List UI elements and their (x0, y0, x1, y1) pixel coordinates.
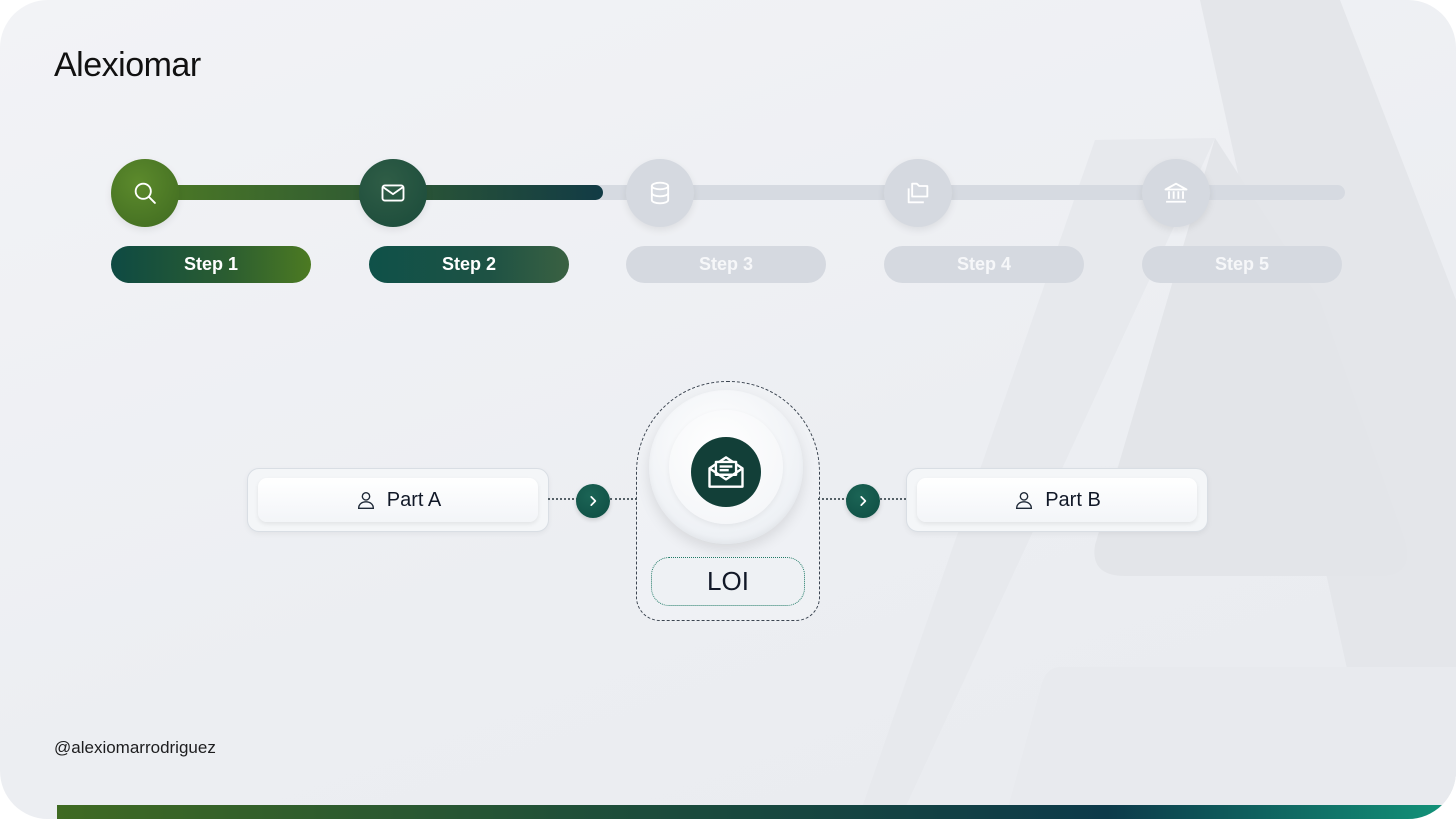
connector-a-right (610, 498, 637, 500)
folders-icon (907, 182, 929, 204)
step-pill-1[interactable]: Step 1 (111, 246, 311, 283)
step-pill-4[interactable]: Step 4 (884, 246, 1084, 283)
mail-icon (381, 184, 405, 202)
connector-a-left (548, 498, 578, 500)
party-a-card[interactable]: Part A (247, 468, 549, 532)
arrow-button-a[interactable] (576, 484, 610, 518)
step-pill-5[interactable]: Step 5 (1142, 246, 1342, 283)
bank-icon (1164, 182, 1188, 203)
step-node-5[interactable] (1142, 159, 1210, 227)
connector-b-left (818, 498, 848, 500)
open-envelope-icon (708, 456, 744, 488)
step-node-2[interactable] (359, 159, 427, 227)
user-icon (357, 491, 374, 509)
user-icon (1016, 491, 1033, 509)
loi-core[interactable] (691, 437, 761, 507)
party-b-card[interactable]: Part B (906, 468, 1208, 532)
brand-logo: Alexiomar (54, 46, 201, 84)
loi-label: LOI (651, 557, 805, 606)
search-icon (134, 182, 156, 204)
party-a-label-box: Part A (258, 478, 538, 522)
step-node-4[interactable] (884, 159, 952, 227)
bottom-gradient-bar (57, 805, 1456, 819)
party-b-label: Part B (1045, 488, 1101, 511)
party-b-label-box: Part B (917, 478, 1197, 522)
step-node-3[interactable] (626, 159, 694, 227)
party-a-label: Part A (386, 488, 442, 511)
connector-b-right (880, 498, 906, 500)
social-handle: @alexiomarrodriguez (54, 738, 216, 757)
step-pill-3[interactable]: Step 3 (626, 246, 826, 283)
step-node-1[interactable] (111, 159, 179, 227)
chevron-right-icon (590, 496, 597, 506)
step-pill-2[interactable]: Step 2 (369, 246, 569, 283)
database-icon (650, 181, 670, 205)
chevron-right-icon (860, 496, 867, 506)
arrow-button-b[interactable] (846, 484, 880, 518)
